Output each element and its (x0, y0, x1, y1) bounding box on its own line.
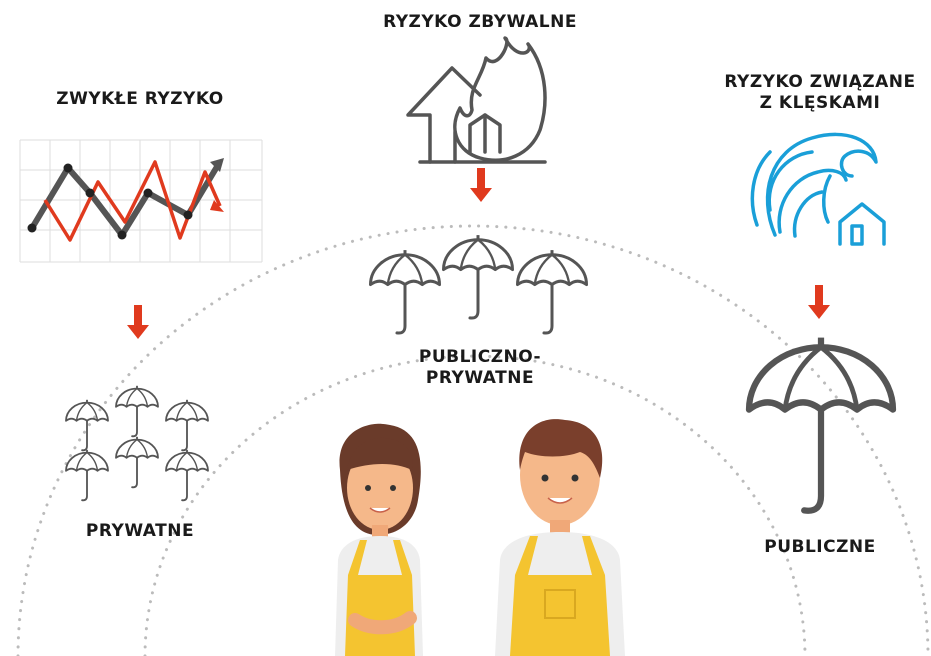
inner-dotted-arc (143, 354, 807, 656)
insurable-risk-label: RYZYKO ZBYWALNE (383, 12, 577, 32)
private-umbrellas (65, 384, 209, 502)
umbrella-icon (115, 435, 159, 489)
down-arrow-icon (808, 285, 830, 319)
umbrella-icon (442, 233, 514, 320)
disaster-risk-label: RYZYKO ZWIĄZANE Z KLĘSKAMI (710, 72, 930, 114)
woman-figure (335, 423, 423, 656)
burning-house-icon (406, 36, 547, 164)
down-arrow-icon (127, 305, 149, 339)
public-private-label: PUBLICZNO- PRYWATNE (390, 347, 570, 389)
umbrella-icon (65, 448, 109, 502)
umbrella-icon (749, 338, 893, 511)
umbrella-icon (165, 398, 209, 452)
umbrella-icon (516, 248, 588, 335)
public-label: PUBLICZNE (764, 537, 876, 557)
down-arrow-icon (470, 168, 492, 202)
public-private-label-line1: PUBLICZNO- (418, 347, 542, 367)
umbrella-icon (369, 248, 441, 335)
public-private-umbrellas (369, 233, 588, 335)
umbrella-icon (115, 384, 159, 438)
ordinary-risk-label: ZWYKŁE RYZYKO (56, 89, 224, 109)
disaster-risk-label-line2: Z KLĘSKAMI (759, 93, 881, 113)
umbrella-icon (65, 398, 109, 452)
outer-dotted-arc (16, 224, 930, 656)
private-label: PRYWATNE (85, 521, 195, 541)
line-chart-icon (19, 139, 263, 263)
tsunami-wave-icon (750, 132, 886, 246)
disaster-risk-label-line1: RYZYKO ZWIĄZANE (724, 72, 916, 92)
public-private-label-line2: PRYWATNE (425, 368, 535, 388)
man-figure (495, 419, 625, 656)
umbrella-icon (165, 448, 209, 502)
